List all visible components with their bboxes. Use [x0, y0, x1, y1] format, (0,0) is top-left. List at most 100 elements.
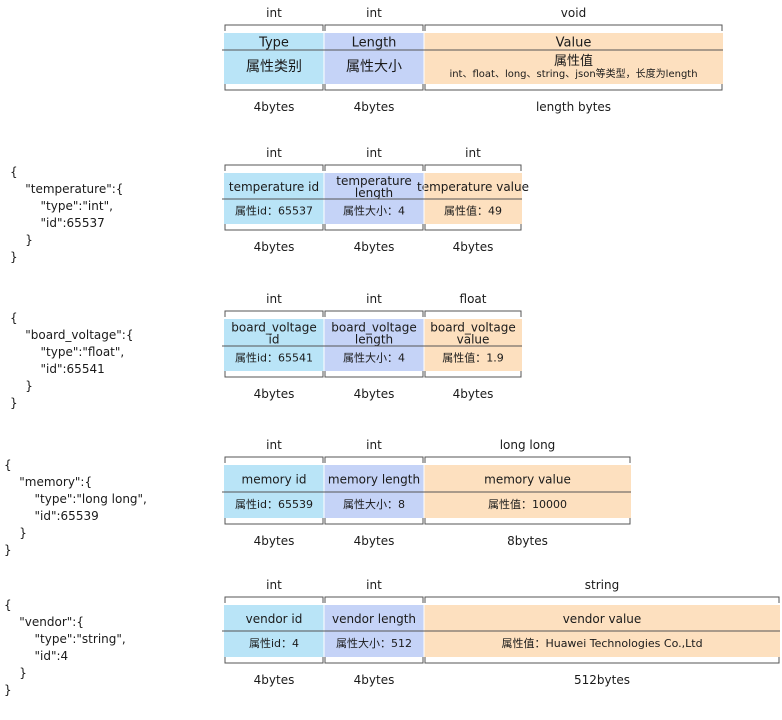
- type-label-value: float: [460, 292, 487, 306]
- json-code-vendor: { "vendor":{ "type":"string", "id":4 } }: [4, 598, 126, 697]
- size-label-length: 4bytes: [354, 534, 395, 548]
- cell-id-bg: [224, 319, 324, 371]
- bottom-bracket-id: [224, 371, 324, 378]
- tlv-row-4: int vendor id 属性id：4 4bytes int vendor length…: [222, 578, 780, 687]
- field-desc-length: 属性大小：512: [336, 636, 412, 650]
- field-desc-length: 属性大小：4: [343, 204, 405, 218]
- type-label-id: int: [266, 6, 282, 20]
- bottom-bracket-length: [324, 371, 424, 378]
- size-label-length: 4bytes: [354, 387, 395, 401]
- top-bracket-id: [224, 596, 324, 603]
- bottom-bracket-id: [224, 657, 324, 664]
- size-label-value: 4bytes: [453, 240, 494, 254]
- bottom-bracket-value: [424, 84, 723, 91]
- bottom-bracket-value: [424, 657, 780, 664]
- type-label-value: string: [585, 578, 619, 592]
- tlv-row-1: int temperature id 属性id：65537 4bytes int temp…: [222, 146, 529, 254]
- type-label-id: int: [266, 578, 282, 592]
- cell-value-bg: [424, 319, 522, 371]
- top-bracket-id: [224, 310, 324, 317]
- field-desc-value: 属性值：49: [444, 204, 502, 218]
- field-desc-length: 属性大小: [346, 59, 402, 75]
- type-label-value: long long: [500, 438, 556, 452]
- bottom-bracket-id: [224, 518, 324, 525]
- top-bracket-id: [224, 164, 324, 171]
- type-label-id: int: [266, 438, 282, 452]
- top-bracket-value: [424, 24, 723, 31]
- field-desc-length: 属性大小：4: [343, 351, 405, 365]
- cell-length-bg: [324, 319, 424, 371]
- tlv-row-3: int memory id 属性id：65539 4bytes int memory le…: [222, 438, 631, 548]
- field-name-id: temperature id: [229, 180, 319, 194]
- field-subdesc-value: int、float、long、string、json等类型，长度为length: [449, 67, 697, 80]
- size-label-length: 4bytes: [354, 240, 395, 254]
- field-desc-id: 属性id：65539: [235, 497, 313, 511]
- size-label-id: 4bytes: [254, 387, 295, 401]
- top-bracket-length: [324, 596, 424, 603]
- field-desc-length: 属性大小：8: [343, 497, 405, 511]
- field-name-value: memory value: [484, 472, 571, 486]
- top-bracket-value: [424, 310, 522, 317]
- size-label-value: 512bytes: [574, 673, 630, 687]
- field-name-length: vendor length: [332, 612, 416, 626]
- size-label-id: 4bytes: [254, 240, 295, 254]
- top-bracket-length: [324, 24, 424, 31]
- type-label-id: int: [266, 146, 282, 160]
- size-label-length: 4bytes: [354, 673, 395, 687]
- size-label-id: 4bytes: [254, 100, 295, 114]
- field-name-value: vendor value: [563, 612, 642, 626]
- size-label-value: 4bytes: [453, 387, 494, 401]
- size-label-value: length bytes: [536, 100, 611, 114]
- type-label-value: void: [561, 6, 586, 20]
- field-desc-id: 属性id：65541: [235, 351, 313, 365]
- cell-value-bg: [424, 33, 723, 84]
- type-label-length: int: [366, 6, 382, 20]
- top-bracket-value: [424, 164, 522, 171]
- top-bracket-value: [424, 596, 780, 603]
- tlv-rows: intType属性类别4bytesintLength属性大小4bytesvoid…: [222, 6, 780, 687]
- top-bracket-value: [424, 456, 631, 463]
- bottom-bracket-value: [424, 224, 522, 231]
- field-desc-id: 属性id：4: [249, 636, 299, 650]
- field-name-length: Length: [352, 35, 397, 50]
- size-label-length: 4bytes: [354, 100, 395, 114]
- type-label-length: int: [366, 292, 382, 306]
- top-bracket-length: [324, 456, 424, 463]
- bottom-bracket-id: [224, 224, 324, 231]
- bottom-bracket-length: [324, 518, 424, 525]
- type-label-length: int: [366, 438, 382, 452]
- field-name-id: Type: [258, 35, 289, 50]
- field-desc-value: 属性值：Huawei Technologies Co.,Ltd: [501, 636, 702, 650]
- field-name-value: temperature value: [417, 180, 529, 194]
- bottom-bracket-value: [424, 371, 522, 378]
- field-name-length: memory length: [328, 472, 420, 486]
- size-label-value: 8bytes: [507, 534, 548, 548]
- type-label-length: int: [366, 146, 382, 160]
- field-name-id: vendor id: [246, 612, 303, 626]
- top-bracket-id: [224, 24, 324, 31]
- cell-id-bg: [224, 33, 324, 84]
- field-desc-id: 属性id：65537: [235, 204, 313, 218]
- top-bracket-id: [224, 456, 324, 463]
- type-label-length: int: [366, 578, 382, 592]
- bottom-bracket-value: [424, 518, 631, 525]
- field-desc-id: 属性类别: [246, 59, 302, 75]
- top-bracket-length: [324, 164, 424, 171]
- bottom-bracket-length: [324, 224, 424, 231]
- field-desc-value: 属性值：1.9: [442, 351, 504, 365]
- type-label-value: int: [465, 146, 481, 160]
- json-code-temperature: { "temperature":{ "type":"int", "id":655…: [10, 165, 124, 264]
- bottom-bracket-id: [224, 84, 324, 91]
- json-code-memory: { "memory":{ "type":"long long", "id":65…: [4, 458, 147, 557]
- field-desc-value: 属性值: [554, 53, 593, 69]
- field-name-value: Value: [556, 35, 592, 50]
- cell-length-bg: [324, 33, 424, 84]
- bottom-bracket-length: [324, 657, 424, 664]
- field-name-id: memory id: [242, 472, 307, 486]
